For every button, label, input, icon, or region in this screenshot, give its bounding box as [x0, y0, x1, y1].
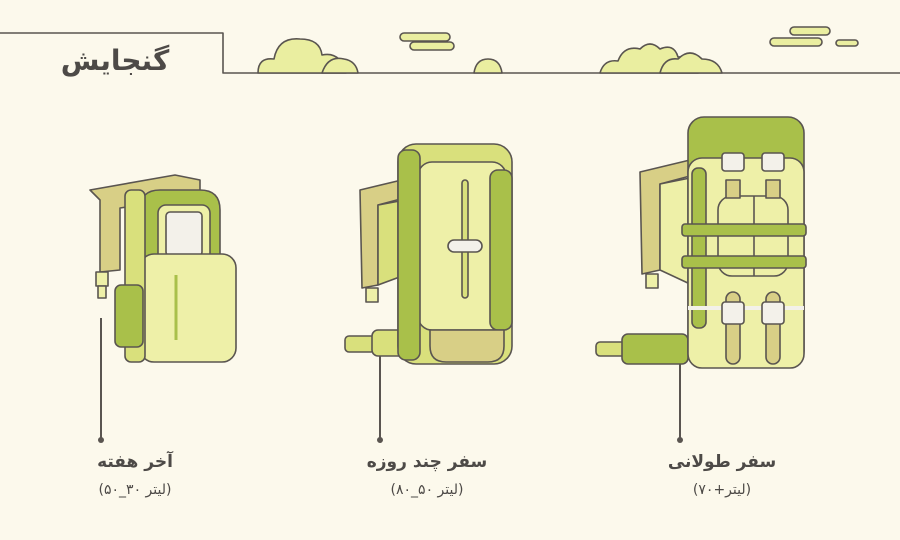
- backpack-multiday: [344, 143, 513, 365]
- cloud-streak-icon: [399, 26, 859, 51]
- backpack-name: سفر چند روزه: [366, 452, 488, 472]
- cloud-icon: [257, 38, 723, 74]
- page-title: گنجایش: [60, 44, 170, 77]
- backpack-capacity: (لیتر ۵۰_۸۰): [390, 482, 464, 498]
- backpack-weekend: [89, 174, 237, 363]
- backpack-label-long-trip: سفر طولانی (لیتر+۷۰): [622, 452, 822, 498]
- backpack-long-trip: [595, 116, 807, 369]
- backpack-label-multiday: سفر چند روزه (لیتر ۵۰_۸۰): [327, 452, 527, 498]
- header-divider: [0, 32, 900, 74]
- backpack-label-weekend: آخر هفته (لیتر ۳۰_۵۰): [35, 452, 235, 498]
- backpack-capacity: (لیتر ۳۰_۵۰): [98, 482, 172, 498]
- backpack-name: سفر طولانی: [667, 452, 777, 472]
- backpack-capacity: (لیتر+۷۰): [692, 482, 752, 498]
- backpack-name: آخر هفته: [97, 452, 173, 472]
